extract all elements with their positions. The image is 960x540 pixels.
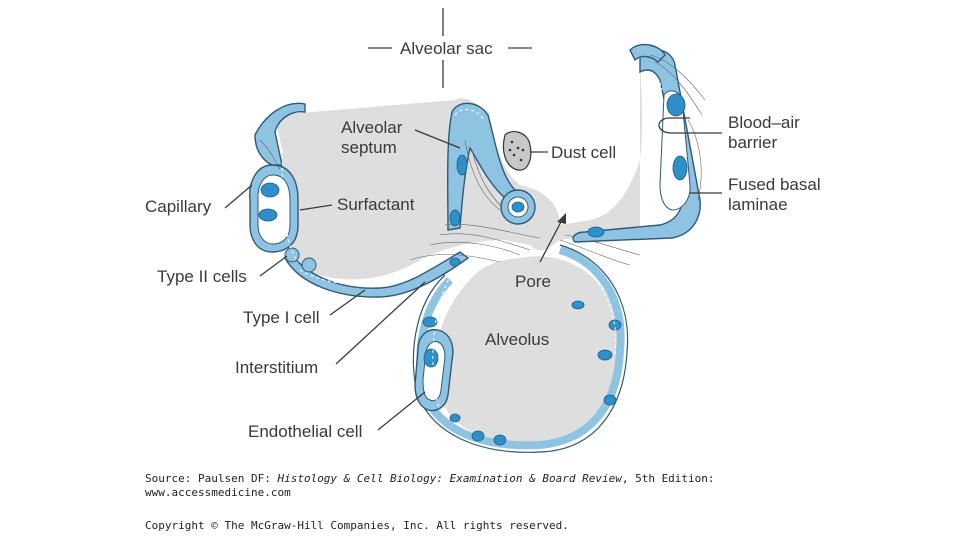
central-septum xyxy=(446,102,517,231)
surfactant-layer xyxy=(454,109,485,121)
label-capillary: Capillary xyxy=(145,197,212,216)
label-surfactant: Surfactant xyxy=(337,195,415,214)
septum-fibers-top-right xyxy=(649,54,706,201)
dust-particles xyxy=(508,140,525,162)
surfactant-layer xyxy=(644,75,663,91)
type-ii-cell xyxy=(284,247,300,263)
label-type-i-cell: Type I cell xyxy=(243,308,320,327)
lower-capillary-nucleus xyxy=(423,348,439,368)
surfactant-layer xyxy=(281,149,299,263)
pore-arrowhead xyxy=(557,213,566,224)
septum-tip-top-right xyxy=(629,43,666,63)
source-url: www.accessmedicine.com xyxy=(145,486,291,499)
label-alveolar-sac-group: Alveolar sac xyxy=(368,8,532,88)
label-interstitium: Interstitium xyxy=(235,358,318,377)
surfactant-layer xyxy=(299,261,441,285)
label-fused-basal-laminae: Fused basal laminae xyxy=(728,175,825,214)
septum-wall-left xyxy=(254,102,306,166)
endothelial-nucleus xyxy=(260,182,280,198)
septum-nucleus xyxy=(456,154,468,176)
label-type-ii-cells: Type II cells xyxy=(157,267,247,286)
right-capillary-nucleus xyxy=(672,155,688,181)
label-alveolar-septum: Alveolar septum xyxy=(341,118,407,157)
surfactant-layer xyxy=(559,254,617,356)
label-pore: Pore xyxy=(515,272,551,291)
alveolus-air-space xyxy=(434,256,619,442)
type-ii-cell xyxy=(301,257,317,273)
label-blood-air-barrier: Blood–air barrier xyxy=(728,113,805,152)
type-i-cell-wall xyxy=(284,250,470,298)
label-endothelial-cell: Endothelial cell xyxy=(248,422,362,441)
source-citation: Source: Paulsen DF: Histology & Cell Bio… xyxy=(145,472,715,485)
label-alveolus: Alveolus xyxy=(485,330,549,349)
small-capillary-nucleus xyxy=(511,201,525,213)
alveolus-wall-outline xyxy=(412,244,629,453)
copyright-notice: Copyright © The McGraw-Hill Companies, I… xyxy=(145,519,569,532)
right-septum-nucleus xyxy=(587,226,605,238)
septum-nucleus xyxy=(449,209,461,227)
endothelial-nucleus xyxy=(258,208,278,222)
surfactant-layer xyxy=(432,269,456,411)
alveolus-nuclei xyxy=(422,257,622,446)
label-dust-cell: Dust cell xyxy=(551,143,616,162)
dust-cell xyxy=(502,131,532,171)
right-capillary-lumen xyxy=(659,90,691,211)
right-capillary-nucleus xyxy=(666,93,686,117)
label-alveolar-sac: Alveolar sac xyxy=(400,39,493,58)
